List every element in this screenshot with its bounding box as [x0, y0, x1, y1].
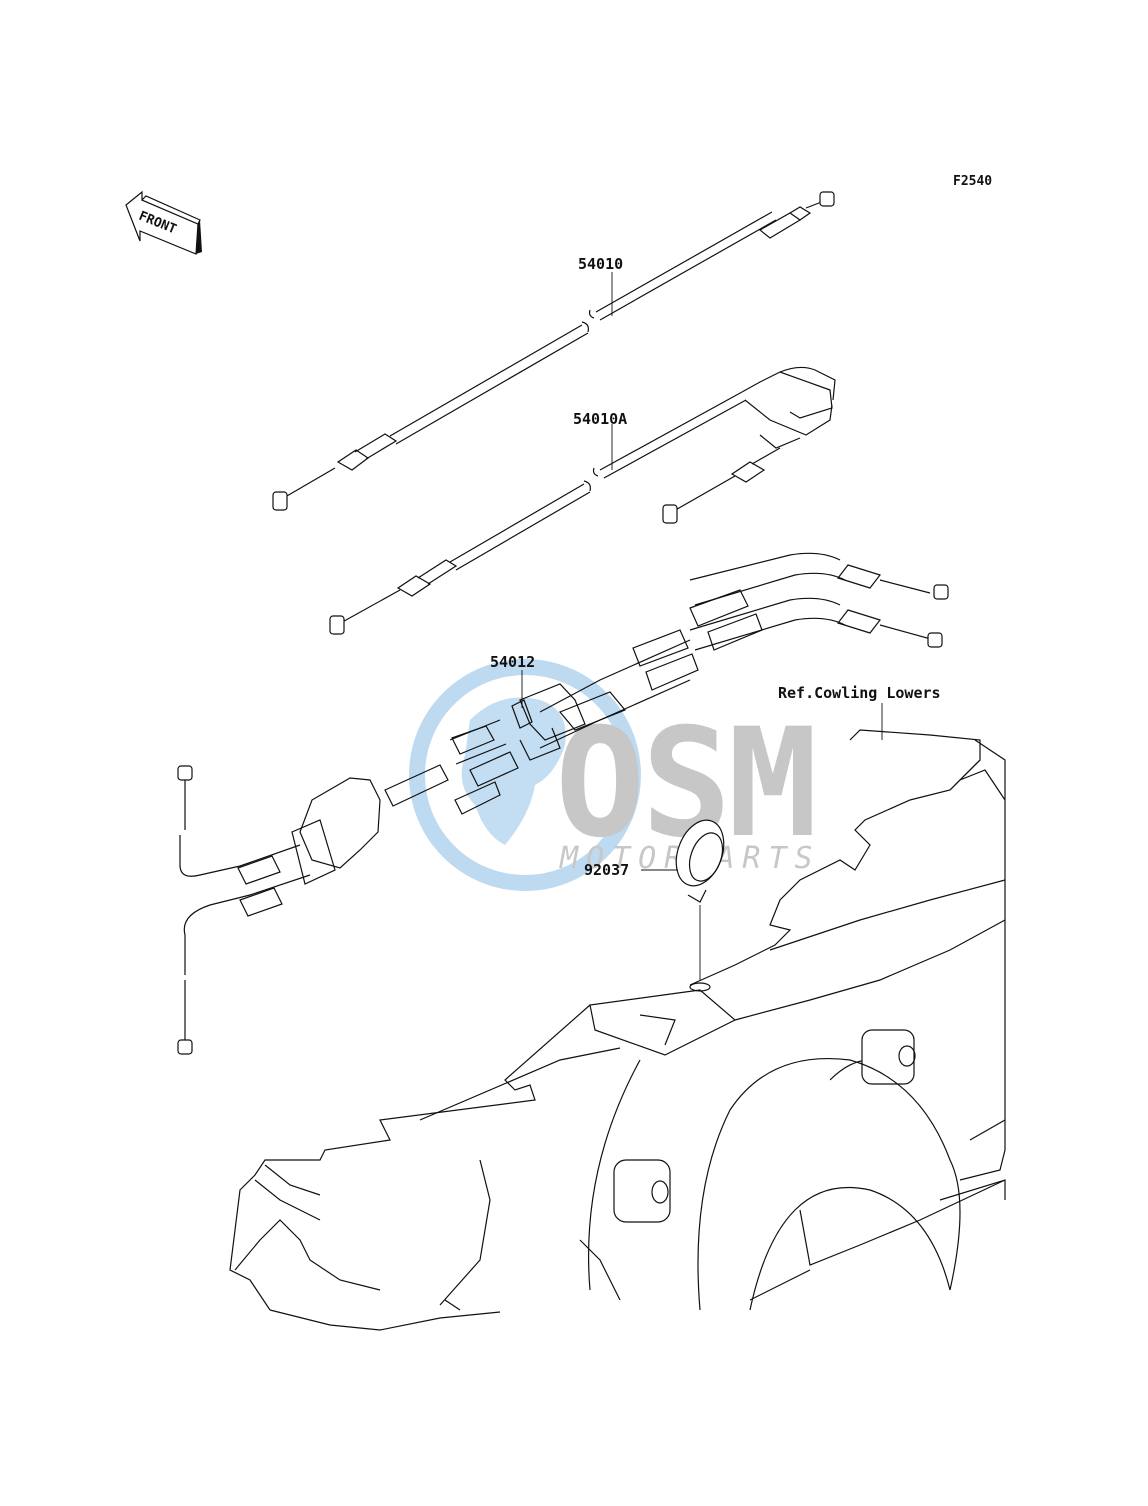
label-54012: 54012: [490, 653, 535, 671]
front-arrow-icon: FRONT: [125, 190, 202, 255]
label-54010a: 54010A: [573, 410, 627, 428]
cable-54010: [272, 191, 835, 511]
label-54010: 54010: [578, 255, 623, 273]
label-ref-cowling-lowers: Ref.Cowling Lowers: [778, 684, 941, 702]
cable-54010a: [329, 366, 836, 635]
cowling-body-outline: [229, 729, 1006, 1331]
cable-assembly-54012: [177, 552, 949, 1055]
grommet-92037: [675, 819, 725, 992]
figure-code: F2540: [953, 174, 992, 189]
label-92037: 92037: [584, 861, 629, 879]
watermark-logo: OSM MOTORPARTS: [409, 659, 818, 891]
